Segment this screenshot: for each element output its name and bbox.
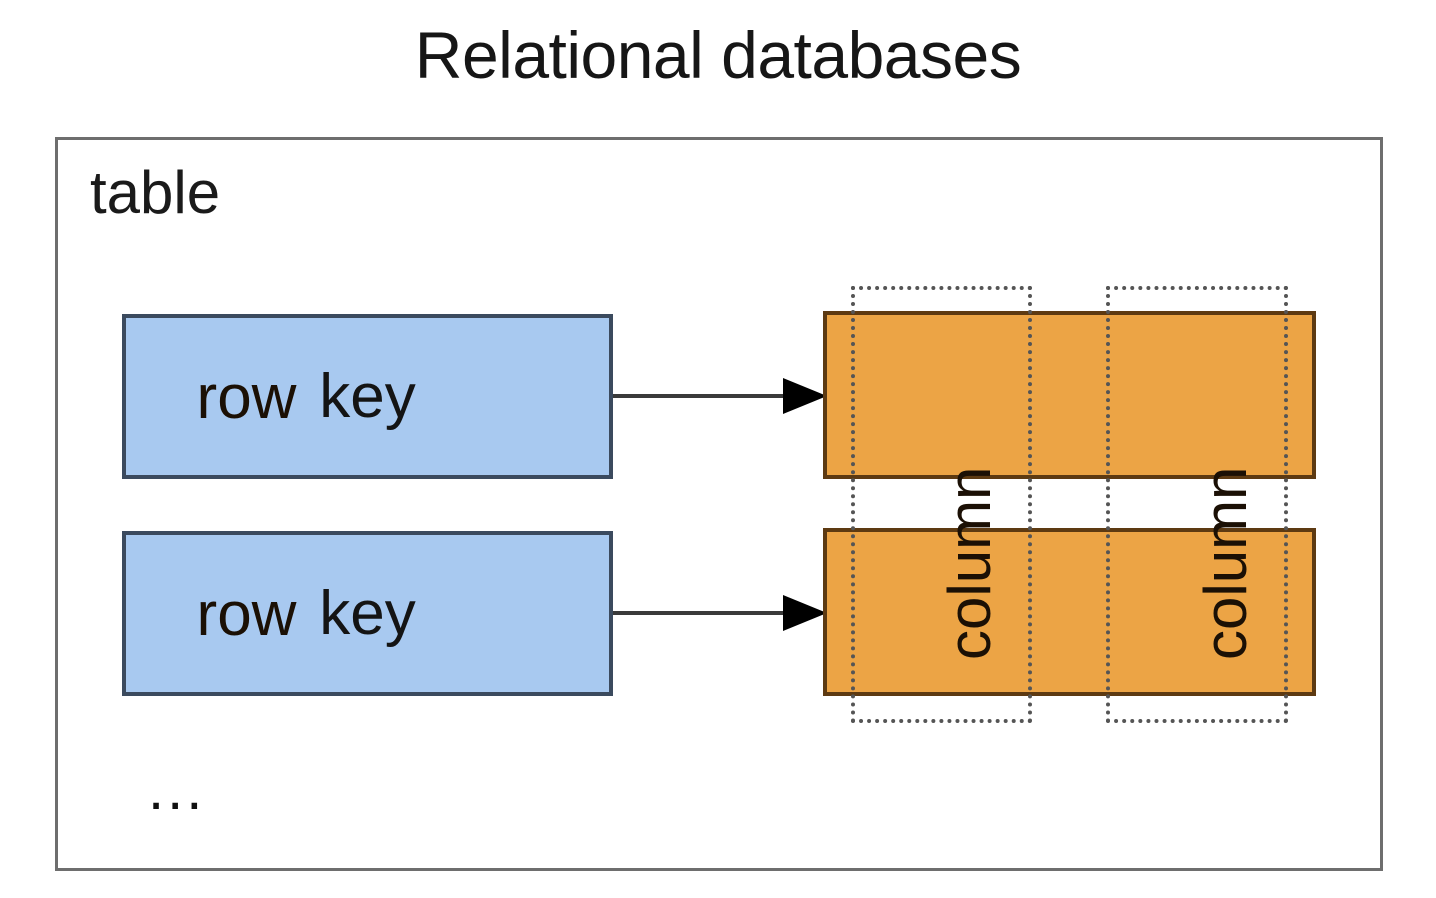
key-label-2: key (319, 578, 416, 648)
row-box-2[interactable] (823, 528, 1316, 696)
table-container (55, 137, 1383, 871)
key-box-1[interactable]: key (122, 314, 613, 479)
row-label-2: row (196, 580, 297, 649)
page-title: Relational databases (414, 18, 1022, 92)
arrow-right-icon (613, 595, 827, 631)
row-box-1[interactable] (823, 311, 1316, 479)
key-label-1: key (319, 361, 416, 431)
key-box-2[interactable]: key (122, 531, 613, 696)
ellipsis-label: ... (148, 757, 206, 822)
row-label-1: row (196, 363, 297, 432)
column-label-2: column (1192, 466, 1259, 660)
table-label: table (90, 159, 221, 226)
arrow-right-icon (613, 378, 827, 414)
column-label-1: column (936, 466, 1003, 660)
key-to-row-arrow-2 (613, 593, 827, 633)
key-to-row-arrow-1 (613, 376, 827, 416)
